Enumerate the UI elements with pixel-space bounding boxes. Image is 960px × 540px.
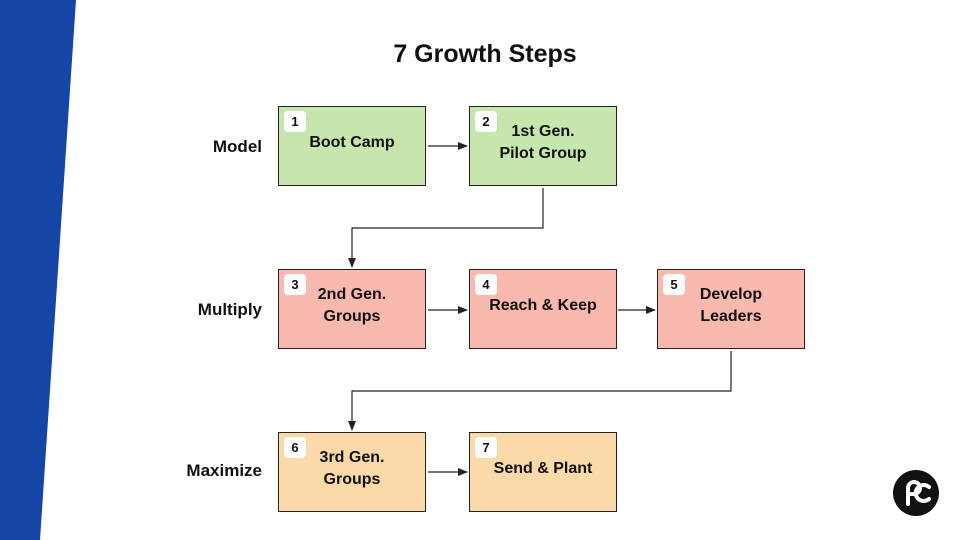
step-box-1: 1 Boot Camp [278, 106, 426, 186]
step-label: 2nd Gen. Groups [318, 284, 386, 328]
step-number-badge: 4 [475, 274, 497, 295]
row-label-maximize: Maximize [186, 461, 262, 480]
step-label-line: Develop [699, 286, 763, 303]
step-number-badge: 1 [284, 111, 306, 132]
step-box-7: 7 Send & Plant [469, 432, 617, 512]
step-label: Send & Plant [494, 458, 593, 480]
step-label: Reach & Keep [489, 295, 597, 317]
step-number-badge: 7 [475, 437, 497, 458]
step-label: Develop Leaders [700, 284, 762, 328]
row-label-model: Model [212, 137, 262, 156]
arrow-5-to-6 [348, 351, 732, 431]
step-box-2: 2 1st Gen. Pilot Group [469, 106, 617, 186]
step-label-line: Leaders [700, 308, 762, 325]
step-number-badge: 5 [663, 274, 685, 295]
step-label-line: 1st Gen. [511, 123, 575, 140]
step-label-line: 2nd Gen. [317, 286, 387, 303]
step-label: 1st Gen. Pilot Group [499, 121, 586, 165]
step-label-line: Groups [323, 308, 381, 325]
step-box-4: 4 Reach & Keep [469, 269, 617, 349]
step-box-6: 6 3rd Gen. Groups [278, 432, 426, 512]
step-label-line: 3rd Gen. [319, 449, 385, 466]
arrow-2-to-3 [348, 188, 544, 268]
step-box-5: 5 Develop Leaders [657, 269, 805, 349]
slide-title: 7 Growth Steps [393, 40, 577, 68]
accent-band [0, 0, 76, 540]
step-label-line: Pilot Group [499, 145, 587, 162]
step-label: 3rd Gen. Groups [320, 447, 385, 491]
row-label-multiply: Multiply [197, 300, 262, 319]
step-label-line: Groups [323, 471, 381, 488]
step-label-line: Send & Plant [493, 460, 593, 477]
step-label-line: Boot Camp [309, 134, 395, 151]
step-label-line: Reach & Keep [489, 297, 597, 314]
pc-logo-icon [893, 470, 939, 516]
step-label: Boot Camp [309, 132, 394, 154]
step-number-badge: 2 [475, 111, 497, 132]
step-box-3: 3 2nd Gen. Groups [278, 269, 426, 349]
step-number-badge: 3 [284, 274, 306, 295]
step-number-badge: 6 [284, 437, 306, 458]
